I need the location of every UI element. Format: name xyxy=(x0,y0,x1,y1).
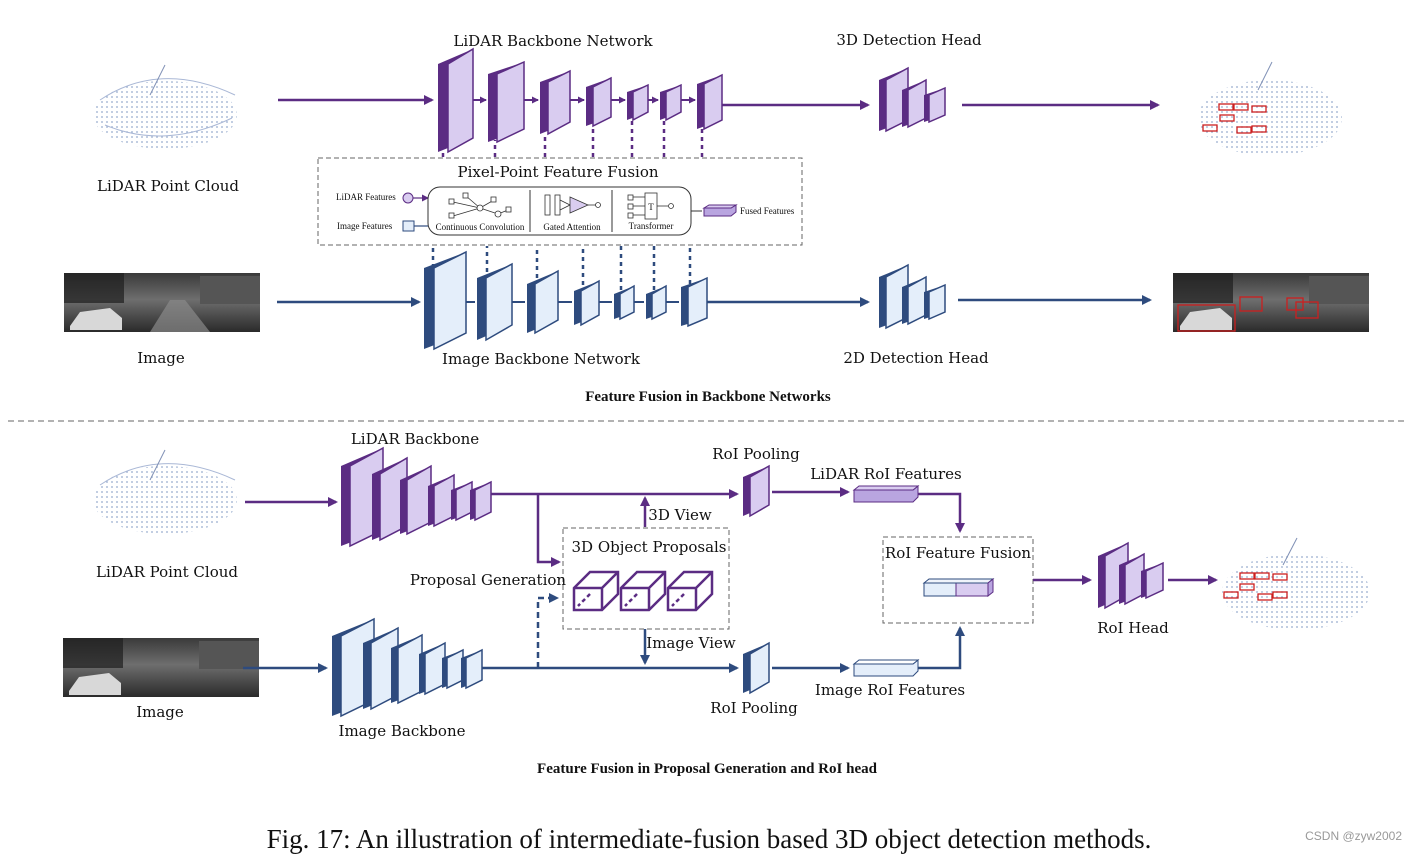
lidar-backbone-blocks-top xyxy=(438,47,723,154)
figure-caption: Fig. 17: An illustration of intermediate… xyxy=(267,824,1152,854)
view-3d-label: 3D View xyxy=(648,506,712,524)
roi-fused-features-block xyxy=(922,577,995,598)
detection-head-2d-label: 2D Detection Head xyxy=(843,349,989,367)
roi-head-blocks xyxy=(1098,541,1164,610)
image-backbone-blocks-top xyxy=(424,250,708,351)
fusion-links-image xyxy=(431,246,692,290)
roi-pooling-bottom-block xyxy=(743,641,770,695)
lidar-backbone-blocks-bottom xyxy=(341,446,492,548)
roi-feature-fusion-title: RoI Feature Fusion xyxy=(885,544,1032,562)
pixel-point-fusion-title: Pixel-Point Feature Fusion xyxy=(457,163,658,181)
image-input-label-top: Image xyxy=(137,349,185,367)
fused-features-label: Fused Features xyxy=(740,206,795,216)
camera-image-bottom xyxy=(63,638,259,697)
gated-attention-icon xyxy=(544,194,601,216)
lidar-roi-features-label: LiDAR RoI Features xyxy=(810,465,962,483)
roi-pooling-top-block xyxy=(743,464,770,518)
section-title-top: Feature Fusion in Backbone Networks xyxy=(585,389,831,405)
section-title-bottom: Feature Fusion in Proposal Generation an… xyxy=(537,761,878,777)
transformer-icon xyxy=(627,192,674,220)
proposal-cubes xyxy=(572,570,714,612)
transformer-symbol: T xyxy=(648,202,654,212)
roi-pooling-top-label: RoI Pooling xyxy=(712,445,800,463)
watermark: CSDN @zyw2002 xyxy=(1305,829,1402,843)
lidar-features-icon xyxy=(402,192,414,204)
lidar-point-cloud-bottom xyxy=(93,449,237,534)
lidar-input-label-bottom: LiDAR Point Cloud xyxy=(96,563,238,581)
image-backbone-label: Image Backbone xyxy=(339,722,466,740)
gated-attention-label: Gated Attention xyxy=(543,222,601,232)
fusion-links-up xyxy=(441,120,704,157)
roi-head-label: RoI Head xyxy=(1097,619,1169,637)
roi-pooling-bottom-label: RoI Pooling xyxy=(710,699,798,717)
image-input-label-bottom: Image xyxy=(136,703,184,721)
lidar-roi-features-block xyxy=(852,484,920,503)
detection-head-2d-blocks xyxy=(879,263,946,330)
detection-head-3d-blocks xyxy=(879,66,946,133)
lidar-output-top xyxy=(1198,61,1342,156)
lidar-backbone-label: LiDAR Backbone xyxy=(351,430,479,448)
lidar-features-label: LiDAR Features xyxy=(336,192,396,202)
lidar-backbone-network-label: LiDAR Backbone Network xyxy=(453,32,653,50)
image-backbone-network-label: Image Backbone Network xyxy=(442,350,641,368)
image-roi-features-label: Image RoI Features xyxy=(815,681,965,699)
lidar-input-label-top: LiDAR Point Cloud xyxy=(97,177,239,195)
transformer-label: Transformer xyxy=(629,221,674,231)
object-proposals-title: 3D Object Proposals xyxy=(571,538,726,556)
continuous-convolution-label: Continuous Convolution xyxy=(436,222,525,232)
proposal-generation-label: Proposal Generation xyxy=(410,571,566,589)
detection-head-3d-label: 3D Detection Head xyxy=(836,31,982,49)
image-features-icon xyxy=(402,220,415,232)
continuous-convolution-icon xyxy=(448,192,512,219)
image-features-label: Image Features xyxy=(337,221,393,231)
lidar-output-bottom xyxy=(1222,537,1370,630)
camera-output-top xyxy=(1173,273,1369,332)
image-view-label: Image View xyxy=(646,634,736,652)
lidar-point-cloud-top xyxy=(93,64,237,149)
image-roi-features-block xyxy=(852,658,920,677)
fused-features-icon xyxy=(702,204,738,217)
image-backbone-blocks-bottom xyxy=(332,617,483,718)
camera-image-top xyxy=(64,273,260,332)
object-proposals-box xyxy=(562,527,730,630)
